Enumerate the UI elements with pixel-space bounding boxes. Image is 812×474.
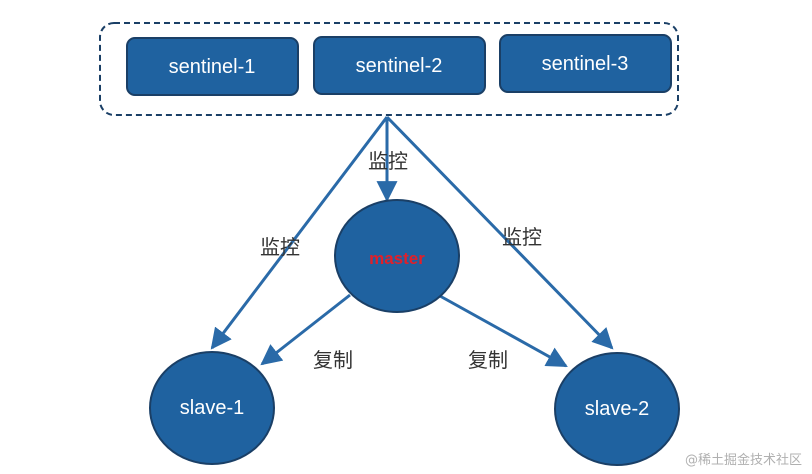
monitor-arrow-right bbox=[385, 115, 614, 350]
edge-label-replicate-right: 复制 bbox=[468, 348, 508, 372]
slave-2-node: slave-2 bbox=[554, 352, 680, 466]
slave-1-label: slave-1 bbox=[180, 397, 244, 419]
sentinel-3-label: sentinel-3 bbox=[542, 53, 629, 75]
edge-label-monitor-center: 监控 bbox=[368, 149, 408, 173]
edge-label-monitor-left: 监控 bbox=[260, 235, 300, 259]
replicate-arrow-right bbox=[439, 294, 568, 368]
edge-label-replicate-left: 复制 bbox=[313, 348, 353, 372]
sentinel-3-node: sentinel-3 bbox=[499, 34, 672, 93]
slave-2-label: slave-2 bbox=[585, 398, 649, 420]
watermark-text: @稀土掘金技术社区 bbox=[684, 453, 802, 468]
slave-1-node: slave-1 bbox=[149, 351, 275, 465]
replicate-arrow-left bbox=[260, 293, 351, 366]
sentinel-group-border bbox=[99, 22, 679, 116]
master-label: master bbox=[369, 249, 425, 268]
sentinel-1-node: sentinel-1 bbox=[126, 37, 299, 96]
monitor-arrow-left bbox=[210, 116, 389, 350]
master-node: master bbox=[334, 199, 460, 313]
sentinel-1-label: sentinel-1 bbox=[169, 56, 256, 78]
sentinel-2-node: sentinel-2 bbox=[313, 36, 486, 95]
edge-label-monitor-right: 监控 bbox=[502, 225, 542, 249]
sentinel-2-label: sentinel-2 bbox=[356, 55, 443, 77]
